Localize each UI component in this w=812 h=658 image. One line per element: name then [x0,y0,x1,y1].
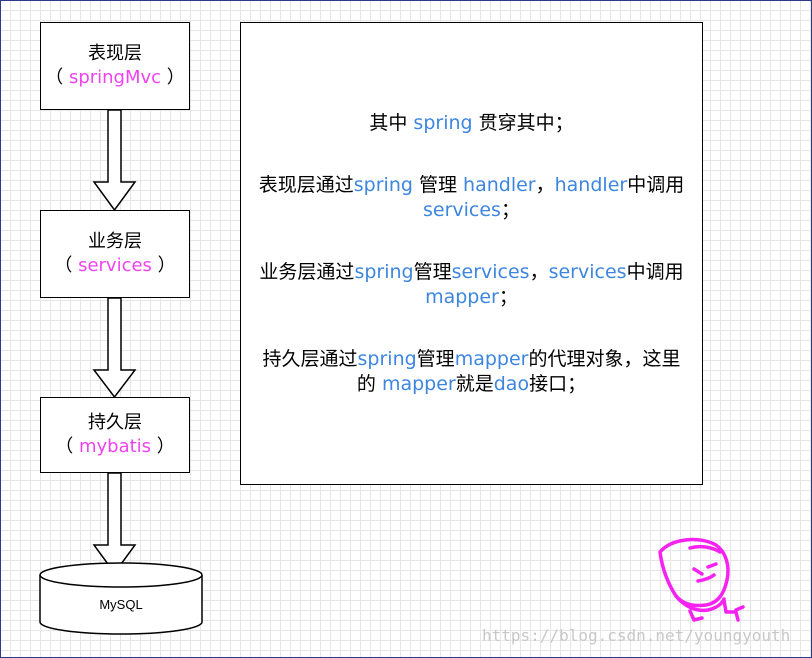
description-line-spring: 其中 spring 贯穿其中； [369,111,574,134]
face-doodle-icon [658,537,745,622]
layer-box-presentation: 表现层 （ springMvc ） [40,22,190,110]
layer-framework: （ mybatis ） [55,436,175,457]
database-label: MySQL [99,597,143,612]
layer-framework: （ springMvc ） [45,67,185,88]
description-box: 其中 spring 贯穿其中； 表现层通过spring 管理 handler，h… [240,22,703,485]
arrow-persistence-to-database [92,472,137,575]
watermark: https://blog.csdn.net/youngyouth [482,626,791,645]
layer-title: 表现层 [88,43,142,64]
layer-framework: （ services ） [54,255,176,276]
layer-box-business: 业务层 （ services ） [40,210,190,298]
arrow-presentation-to-business [92,109,137,212]
layer-title: 业务层 [88,231,142,252]
layer-title: 持久层 [88,412,142,433]
arrow-business-to-persistence [92,297,137,399]
layer-box-persistence: 持久层 （ mybatis ） [40,397,190,473]
description-persistence: 持久层通过spring管理mapper的代理对象，这里的 mapper就是dao… [262,347,681,395]
database-cylinder [39,562,203,635]
